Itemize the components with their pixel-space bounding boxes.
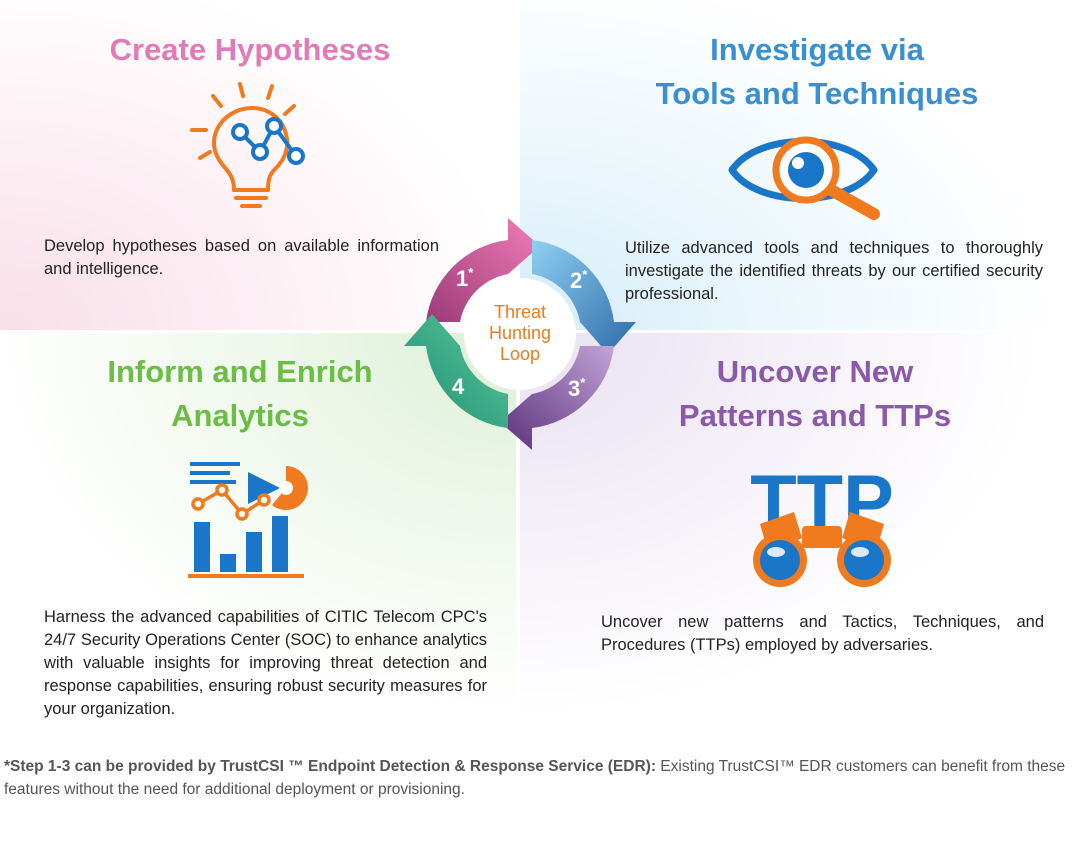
- investigate-description: Utilize advanced tools and techniques to…: [625, 239, 1043, 303]
- lightbulb-graph-icon: [188, 80, 312, 210]
- title-line: Create Hypotheses: [109, 32, 391, 67]
- loop-center-line: Threat: [494, 302, 546, 322]
- footnote-bold: *Step 1-3 can be provided by TrustCSI ™ …: [4, 758, 656, 775]
- create-hypotheses-description: Develop hypotheses based on available in…: [44, 237, 439, 278]
- inform-enrich-title: Inform and Enrich Analytics: [40, 350, 440, 438]
- uncover-title: Uncover New Patterns and TTPs: [620, 350, 1010, 438]
- step-4-label: 4: [452, 374, 465, 399]
- title-line: Inform and Enrich: [107, 354, 373, 389]
- analytics-chart-icon: [186, 458, 310, 582]
- footnote: *Step 1-3 can be provided by TrustCSI ™ …: [4, 755, 1084, 801]
- investigate-title: Investigate via Tools and Techniques: [600, 28, 1034, 116]
- title-line: Uncover New: [716, 354, 914, 389]
- loop-center-line: Hunting: [489, 323, 551, 343]
- eye-magnifier-icon: [728, 122, 884, 222]
- footnote-rest: Existing TrustCSI™ EDR customers can ben…: [4, 758, 1066, 798]
- loop-arrow-2: [532, 240, 636, 354]
- loop-arrow-4: [404, 314, 508, 428]
- step-1-label: 1*: [456, 265, 474, 291]
- ttp-binoculars-icon: TTP: [740, 460, 904, 590]
- uncover-description: Uncover new patterns and Tactics, Techni…: [601, 613, 1044, 654]
- loop-arrow-3: [500, 346, 614, 450]
- threat-hunting-loop: 1* 2* 3* 4 Threat Hunting Loop: [404, 218, 636, 450]
- loop-center-line: Loop: [500, 344, 540, 364]
- step-3-label: 3*: [568, 375, 586, 401]
- loop-arrow-1: [426, 218, 540, 322]
- title-line: Investigate via: [710, 32, 924, 67]
- create-hypotheses-title: Create Hypotheses: [40, 28, 460, 72]
- quadrant-create-background: [0, 0, 516, 330]
- inform-enrich-description: Harness the advanced capabilities of CIT…: [44, 608, 487, 718]
- title-line: Patterns and TTPs: [678, 398, 952, 433]
- title-line: Analytics: [171, 398, 309, 433]
- title-line: Tools and Techniques: [655, 76, 979, 111]
- step-2-label: 2*: [570, 267, 588, 293]
